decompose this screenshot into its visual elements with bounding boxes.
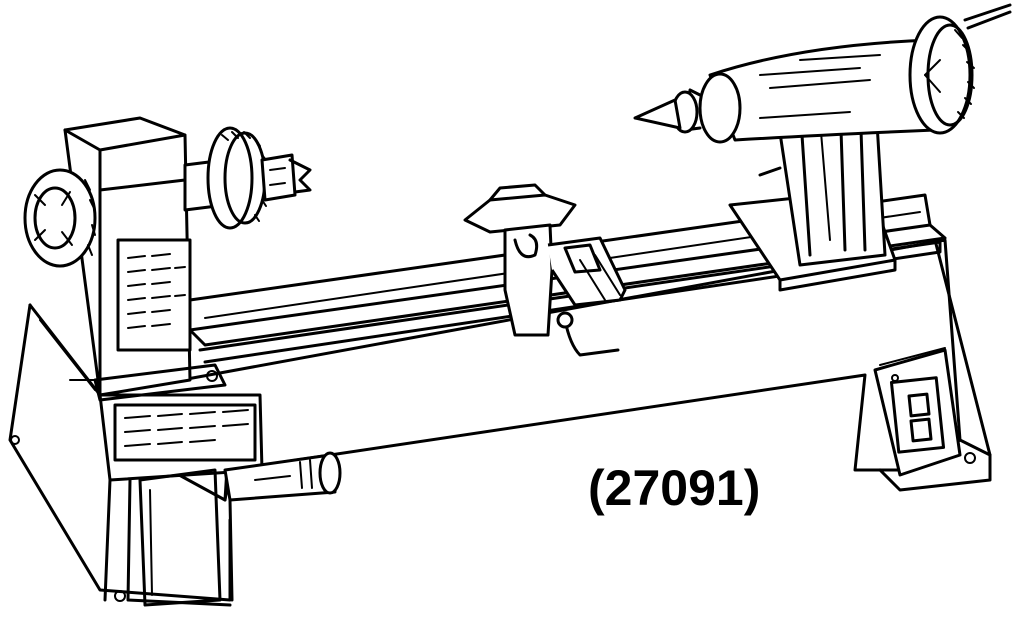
model-number-label: (27091) (588, 460, 761, 516)
tool-rest (463, 183, 627, 357)
tailstock (633, 3, 1012, 292)
switch-box (873, 347, 962, 477)
motor (223, 451, 342, 502)
headstock (63, 116, 227, 402)
handwheel-left (23, 168, 97, 268)
spindle (183, 126, 312, 230)
